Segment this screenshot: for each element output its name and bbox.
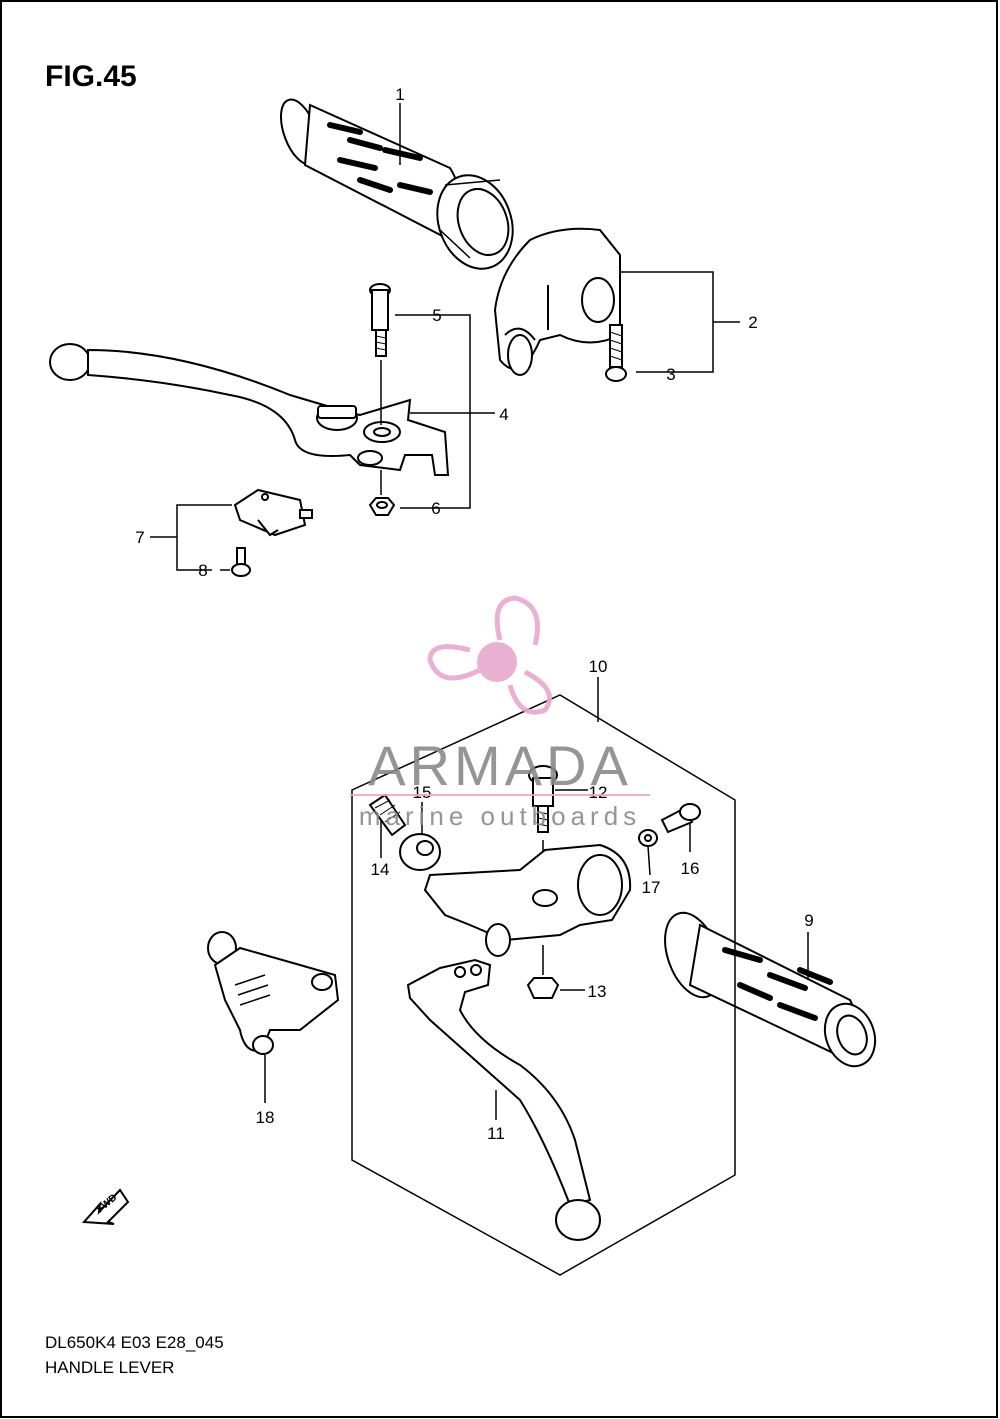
part-washer-17[interactable]: [638, 829, 658, 847]
callout-10: 10: [589, 657, 608, 676]
part-pivot-bolt[interactable]: [369, 283, 391, 425]
figure-code: DL650K4 E03 E28_045: [45, 1333, 224, 1352]
part-nut-13[interactable]: [526, 945, 560, 999]
part-nut-6[interactable]: [368, 470, 396, 516]
figure-title: FIG.45: [45, 60, 137, 93]
part-switch-18[interactable]: [207, 931, 340, 1055]
callout-11: 11: [487, 1124, 505, 1143]
part-grip-throttle[interactable]: [273, 95, 525, 280]
callout-1: 1: [395, 85, 404, 104]
leader-lines: [150, 103, 809, 1120]
part-screw-8[interactable]: [231, 547, 251, 577]
callout-7: 7: [135, 528, 144, 547]
callout-2: 2: [748, 313, 757, 332]
part-grip-9[interactable]: [654, 905, 883, 1073]
callout-labels: 1 2 3 4 5 6 7 8 9 10 11 12 13 14 15 16 1…: [135, 85, 813, 1143]
watermark-tagline: marine outboards: [359, 801, 641, 831]
callout-8: 8: [198, 561, 207, 580]
fwd-arrow-icon: FWD: [81, 1188, 130, 1225]
part-bolt-12[interactable]: [528, 765, 558, 895]
callout-5: 5: [432, 306, 441, 325]
callout-12: 12: [589, 783, 608, 802]
part-switch-housing[interactable]: [493, 227, 621, 376]
callout-4: 4: [499, 405, 508, 424]
part-switch-7[interactable]: [233, 488, 313, 537]
watermark-brand: ARMADA: [368, 734, 632, 797]
part-cap-15[interactable]: [399, 833, 441, 871]
part-lever-bracket[interactable]: [423, 843, 632, 957]
part-screw-3[interactable]: [605, 324, 627, 382]
figure-name: HANDLE LEVER: [45, 1358, 175, 1377]
callout-18: 18: [256, 1108, 275, 1127]
propeller-logo-icon: [427, 595, 552, 715]
callout-9: 9: [804, 911, 813, 930]
assembly-outline-10: [351, 694, 736, 1276]
callout-15: 15: [413, 783, 432, 802]
callout-6: 6: [431, 499, 440, 518]
callout-17: 17: [642, 878, 661, 897]
callout-16: 16: [681, 859, 700, 878]
part-lever-assembly[interactable]: [49, 343, 450, 476]
callout-3: 3: [666, 365, 675, 384]
part-lever-11[interactable]: [406, 958, 601, 1241]
part-bolt-16[interactable]: [660, 803, 701, 834]
part-adjuster-14[interactable]: [368, 793, 407, 837]
watermark: ARMADA marine outboards: [350, 595, 650, 831]
callout-13: 13: [588, 982, 607, 1001]
callout-14: 14: [371, 860, 390, 879]
